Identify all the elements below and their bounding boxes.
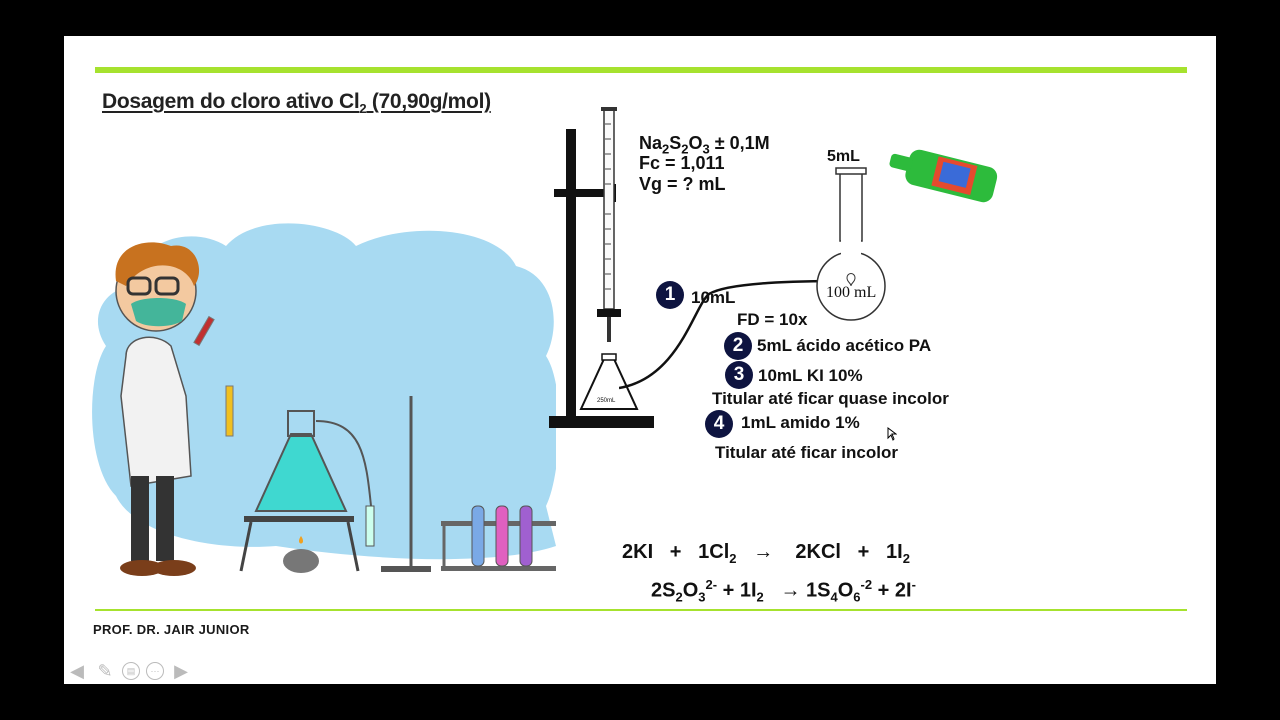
titration-apparatus-icon bbox=[549, 107, 654, 428]
bleach-bottle-icon bbox=[889, 149, 998, 203]
titrant-formula: Na2S2O3 ± 0,1M bbox=[639, 133, 770, 157]
sample-volume: 5mL bbox=[827, 148, 860, 165]
scientist-illustration bbox=[92, 223, 556, 576]
accent-bar-top bbox=[95, 67, 1187, 73]
accent-bar-bottom bbox=[95, 609, 1187, 611]
mouse-cursor-icon bbox=[887, 427, 897, 441]
flask-label: 100 mL bbox=[826, 284, 877, 301]
correction-factor: Fc = 1,011 bbox=[639, 153, 725, 173]
arrow-right-icon[interactable]: ▶ bbox=[174, 660, 188, 681]
equation-2: 2S2O32- + 1I2 → 1S4O6-2 + 2I- bbox=[651, 577, 916, 605]
pen-icon[interactable]: ✎ bbox=[97, 660, 113, 681]
titrate-instruction-2: Titular até ficar incolor bbox=[715, 443, 898, 462]
step-2-badge: 2 bbox=[724, 332, 752, 360]
spent-volume: Vg = ? mL bbox=[639, 174, 726, 194]
more-icon[interactable]: ··· bbox=[146, 662, 164, 680]
step-2-text: 5mL ácido acético PA bbox=[757, 336, 932, 355]
erlenmeyer-label: 250mL bbox=[597, 398, 616, 404]
step-4-badge: 4 bbox=[705, 410, 733, 438]
step-4-text: 1mL amido 1% bbox=[741, 413, 860, 432]
volumetric-flask-icon bbox=[619, 167, 886, 390]
step-3-text: 10mL KI 10% bbox=[758, 366, 863, 385]
titrate-instruction-1: Titular até ficar quase incolor bbox=[712, 389, 949, 408]
slideshow-controls: ◀ ✎ ▤ ··· ▶ bbox=[66, 660, 192, 682]
step-1-text: 10mL bbox=[691, 288, 736, 307]
equation-1: 2KI + 1Cl2 → 2KCl + 1I2 bbox=[622, 541, 910, 566]
arrow-left-icon[interactable]: ◀ bbox=[70, 660, 84, 681]
slide: Dosagem do cloro ativo Cl2 (70,90g/mol) bbox=[64, 36, 1216, 684]
slides-icon[interactable]: ▤ bbox=[122, 662, 140, 680]
step-3-badge: 3 bbox=[725, 361, 753, 389]
footer-author: PROF. DR. JAIR JUNIOR bbox=[93, 622, 250, 637]
slide-title: Dosagem do cloro ativo Cl2 (70,90g/mol) bbox=[102, 90, 491, 117]
step-1-badge: 1 bbox=[656, 281, 684, 309]
dilution-factor: FD = 10x bbox=[737, 310, 808, 329]
